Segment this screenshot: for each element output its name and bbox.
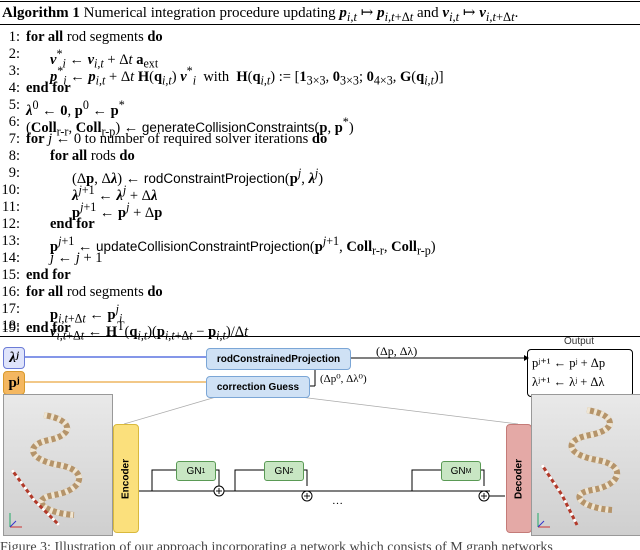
algorithm-label: Algorithm 1 — [2, 5, 80, 21]
encoder-block: Encoder — [113, 424, 139, 533]
output-line-2: λʲ⁺¹ ← λʲ + Δλ — [532, 375, 605, 389]
figure-caption-fragment: Figure 3: Illustration of our approach i… — [0, 540, 553, 550]
delta-label: (Δp, Δλ) — [376, 344, 418, 358]
output-rod-scene — [531, 394, 640, 536]
bottom-rule — [0, 336, 640, 337]
input-rod-scene — [3, 394, 113, 536]
pipeline-diagram: λʲ pʲ rodConstrainedProjection correctio… — [0, 336, 640, 550]
input-p-box: pʲ — [3, 371, 25, 395]
top-rule — [0, 1, 640, 2]
rod-constrained-projection-box: rodConstrainedProjection — [206, 348, 351, 370]
input-lambda-box: λʲ — [3, 347, 25, 369]
ellipsis: … — [332, 495, 343, 507]
output-line-1: pʲ⁺¹ ← pʲ + Δp — [532, 356, 606, 370]
delta0-label: (Δp⁰, Δλ⁰) — [320, 373, 367, 385]
algorithm-header: Algorithm 1 Numerical integration proced… — [2, 3, 518, 25]
decoder-block: Decoder — [506, 424, 532, 533]
diagram-connectors — [24, 355, 529, 502]
header-rule — [0, 24, 640, 25]
correction-guess-box: correction Guess — [206, 376, 310, 398]
algorithm-block: Algorithm 1 Numerical integration proced… — [0, 1, 640, 343]
output-box: pʲ⁺¹ ← pʲ + Δp λʲ⁺¹ ← λʲ + Δλ — [527, 349, 633, 397]
algorithm-title: Numerical integration procedure updating… — [83, 5, 519, 24]
output-label: Output — [564, 336, 595, 347]
